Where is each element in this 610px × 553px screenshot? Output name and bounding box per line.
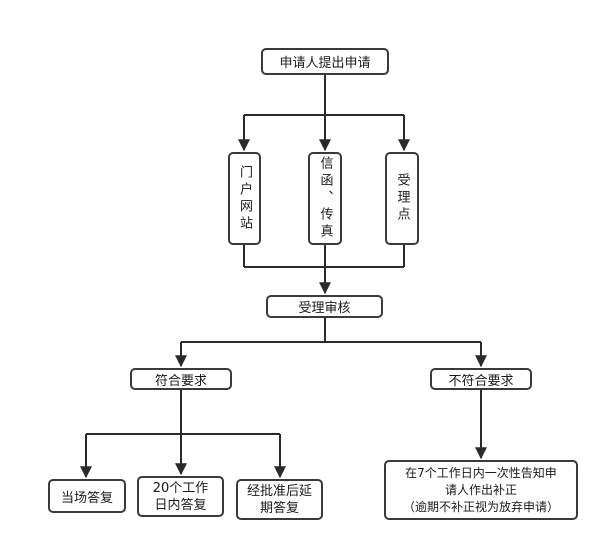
- node-not-meets-label: 不符合要求: [448, 373, 514, 389]
- node-notify-line1: 在7个工作日内一次性告知申: [405, 465, 557, 480]
- node-review: 受理审核: [266, 295, 383, 318]
- node-extend: 经批准后延 期答复: [236, 479, 323, 520]
- node-notify: 在7个工作日内一次性告知申 请人作出补正 （逾期不补正视为放弃申请）: [384, 460, 578, 520]
- node-letter-label: 信函、传真: [317, 156, 333, 241]
- node-notify-line2: 请人作出补正: [444, 482, 517, 497]
- node-20days: 20个工作 日内答复: [137, 476, 224, 517]
- node-portal-label: 门户网站: [237, 164, 252, 233]
- node-office-label: 受理点: [394, 173, 410, 224]
- node-office: 受理点: [385, 152, 419, 245]
- node-extend-line1: 经批准后延: [246, 483, 312, 499]
- node-not-meets: 不符合要求: [430, 368, 532, 390]
- node-letter: 信函、传真: [308, 152, 342, 245]
- node-review-label: 受理审核: [298, 301, 351, 316]
- node-meets-label: 符合要求: [154, 373, 207, 389]
- node-extend-line2: 期答复: [259, 500, 299, 516]
- node-onsite-label: 当场答复: [60, 490, 113, 506]
- node-onsite: 当场答复: [48, 479, 126, 513]
- node-20days-line2: 日内答复: [154, 497, 207, 513]
- node-20days-line1: 20个工作: [152, 480, 209, 496]
- node-meets: 符合要求: [130, 368, 232, 390]
- node-notify-line3: （逾期不补正视为放弃申请）: [402, 499, 559, 514]
- node-apply: 申请人提出申请: [261, 48, 389, 75]
- node-apply-label: 申请人提出申请: [279, 56, 371, 71]
- node-portal: 门户网站: [228, 152, 261, 245]
